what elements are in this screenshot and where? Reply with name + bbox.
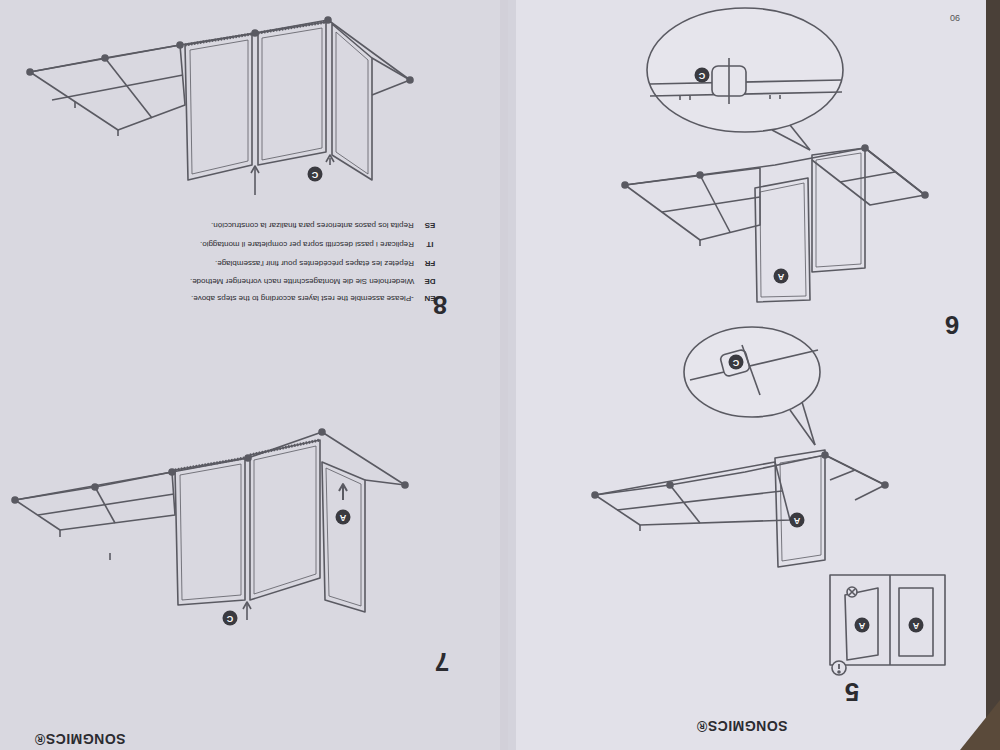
step-number: 5 — [845, 678, 859, 707]
part-letter: C — [695, 68, 710, 83]
language-code: DE — [424, 277, 435, 286]
part-letter: A — [855, 618, 870, 633]
brand-logo: SONGMICS® — [696, 717, 787, 732]
table-edge — [986, 0, 1000, 750]
instruction-text: Wiederholen Sie die Montageschritte nach… — [190, 277, 414, 286]
part-letter: A — [909, 618, 924, 633]
part-letter: C — [729, 355, 744, 370]
instruction-text: Repita los pasos anteriores para finaliz… — [211, 221, 414, 230]
step-number: 7 — [435, 648, 449, 677]
instruction-text: Replicare i passi descritti sopra per co… — [200, 240, 414, 249]
page-number: 90 — [950, 12, 960, 22]
language-code: ES — [425, 221, 436, 230]
part-letter: A — [336, 510, 351, 525]
instruction-text: -Please assemble the rest layers accordi… — [191, 294, 414, 303]
step-6-frame — [622, 8, 928, 302]
language-code: FR — [425, 259, 436, 268]
part-letter: A — [790, 513, 805, 528]
instruction-text: Répétez les étapes précédentes pour fini… — [215, 259, 414, 268]
left-page — [0, 0, 508, 750]
table-corner — [960, 700, 1000, 750]
language-code: EN — [424, 294, 435, 303]
step-5-frame — [592, 327, 945, 675]
step-8-frame — [27, 17, 413, 195]
brand-logo: SONGMICS® — [34, 730, 125, 745]
spine-shadow — [500, 0, 516, 750]
part-letter: C — [223, 611, 238, 626]
step-7-frame — [12, 429, 408, 620]
language-code: IT — [426, 240, 433, 249]
step-number: 6 — [945, 311, 959, 340]
right-page — [508, 0, 988, 750]
part-letter: A — [774, 269, 789, 284]
part-letter: C — [308, 167, 323, 182]
